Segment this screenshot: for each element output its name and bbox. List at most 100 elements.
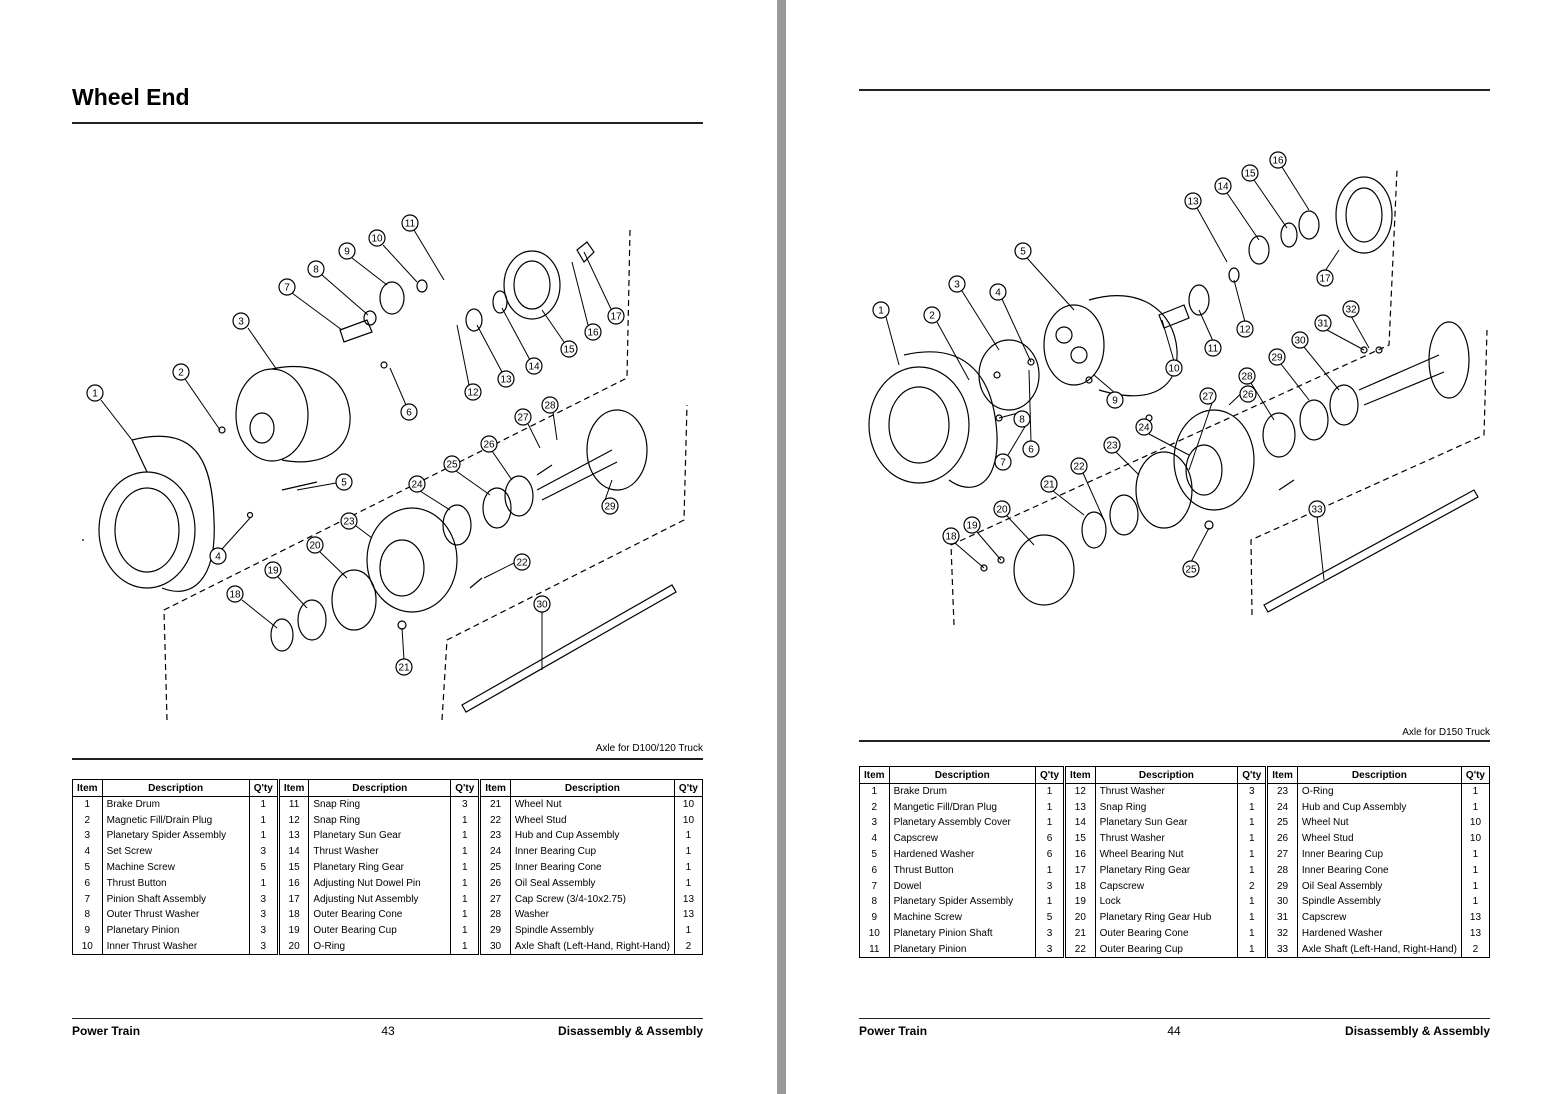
item-quantity: 2 xyxy=(1460,941,1491,958)
page-gutter xyxy=(777,0,786,1094)
col-header: Description xyxy=(1296,766,1462,784)
page-number: 44 xyxy=(1167,1024,1181,1038)
callout-circle xyxy=(872,301,890,319)
callout-label: 10 xyxy=(371,234,383,245)
item-quantity: 3 xyxy=(248,907,280,923)
callout-circle xyxy=(1182,560,1200,578)
footer-chapter: Disassembly & Assembly xyxy=(558,1024,703,1038)
callout-label: 19 xyxy=(966,521,978,532)
callout-label: 25 xyxy=(1185,565,1197,576)
item-description: Lock xyxy=(1094,894,1239,910)
item-description: Machine Screw xyxy=(101,859,250,876)
item-number: 9 xyxy=(859,909,890,926)
item-description: Snap Ring xyxy=(308,812,452,829)
item-quantity: 1 xyxy=(1460,846,1491,863)
item-quantity: 1 xyxy=(1034,894,1067,910)
callout-leader xyxy=(954,542,985,569)
col-header: Q'ty xyxy=(450,779,482,797)
item-number: 25 xyxy=(1266,815,1298,831)
item-number: 26 xyxy=(1266,830,1298,847)
item-quantity: 3 xyxy=(450,796,482,813)
item-quantity: 1 xyxy=(450,875,482,892)
item-description: Cap Screw (3/4-10x2.75) xyxy=(509,891,675,908)
callout-circle xyxy=(1013,410,1031,428)
item-quantity: 1 xyxy=(673,922,704,939)
item-description: Planetary Sun Gear xyxy=(1094,815,1239,831)
item-quantity: 5 xyxy=(248,859,280,876)
item-quantity: 1 xyxy=(1460,894,1491,910)
item-number: 15 xyxy=(277,859,310,876)
item-description: Inner Thrust Washer xyxy=(101,938,250,955)
callout-label: 15 xyxy=(563,345,575,356)
footer-section: Power Train xyxy=(72,1024,141,1038)
item-description: Spindle Assembly xyxy=(1296,894,1462,910)
item-number: 2 xyxy=(72,812,103,829)
callout-leader xyxy=(1188,402,1213,471)
item-quantity: 1 xyxy=(1237,846,1269,863)
item-quantity: 13 xyxy=(673,907,704,923)
parts-table: Item Description Q'ty Item Description Q… xyxy=(859,766,1491,958)
callout-leader xyxy=(501,307,531,361)
item-description: Snap Ring xyxy=(308,796,452,813)
item-quantity: 3 xyxy=(1034,941,1067,958)
callout-circle xyxy=(395,658,413,676)
item-description: Outer Bearing Cone xyxy=(1094,925,1239,942)
item-description: Outer Bearing Cup xyxy=(1094,941,1239,958)
callout-leader xyxy=(241,599,278,629)
item-description: Capscrew xyxy=(1094,878,1239,895)
callout-label: 16 xyxy=(1272,156,1284,167)
col-header: Q'ty xyxy=(1460,766,1491,784)
item-quantity: 3 xyxy=(1034,878,1067,895)
item-description: Brake Drum xyxy=(888,783,1036,800)
callout-circle xyxy=(278,278,296,296)
item-quantity: 2 xyxy=(673,938,704,955)
callout-leader xyxy=(1006,515,1035,546)
item-description: Axle Shaft (Left-Hand, Right-Hand) xyxy=(1296,941,1462,958)
callout-leader xyxy=(351,257,388,286)
callout-leader xyxy=(1281,166,1310,211)
callout-circle xyxy=(560,340,578,358)
callout-leader xyxy=(541,309,565,343)
callout-leader xyxy=(1326,329,1365,351)
callout-circle xyxy=(1269,151,1287,169)
callout-leader xyxy=(184,378,221,431)
callout-leader xyxy=(456,324,470,386)
callout-leader xyxy=(1350,315,1370,349)
item-quantity: 1 xyxy=(248,812,280,829)
callout-label: 17 xyxy=(1319,274,1331,285)
title-rule xyxy=(72,122,703,124)
item-quantity: 2 xyxy=(1237,878,1269,895)
item-number: 14 xyxy=(277,843,310,860)
callout-leader xyxy=(976,531,1002,561)
item-quantity: 1 xyxy=(1460,878,1491,895)
item-description: Oil Seal Assembly xyxy=(509,875,675,892)
callout-label: 28 xyxy=(1241,372,1253,383)
table-header-row: Item Description Q'ty Item Description Q… xyxy=(859,766,1491,784)
callout-label: 12 xyxy=(1239,325,1251,336)
table-header-row: Item Description Q'ty Item Description Q… xyxy=(72,779,704,797)
item-quantity: 10 xyxy=(1460,830,1491,847)
col-header: Item xyxy=(1064,766,1096,784)
item-quantity: 1 xyxy=(1034,783,1067,800)
callout-leader xyxy=(1190,527,1210,563)
callout-circle xyxy=(1184,192,1202,210)
item-description: Washer xyxy=(509,907,675,923)
item-number: 10 xyxy=(72,938,103,955)
item-quantity: 1 xyxy=(1237,941,1269,958)
callout-circle xyxy=(993,500,1011,518)
callout-circle xyxy=(1135,418,1153,436)
item-number: 21 xyxy=(479,796,511,813)
item-description: Oil Seal Assembly xyxy=(1296,878,1462,895)
item-number: 10 xyxy=(859,925,890,942)
callout-circle xyxy=(989,283,1007,301)
col-header: Q'ty xyxy=(1034,766,1067,784)
item-number: 9 xyxy=(72,922,103,939)
item-quantity: 3 xyxy=(248,922,280,939)
item-description: Snap Ring xyxy=(1094,799,1239,816)
item-description: Brake Drum xyxy=(101,796,250,813)
item-number: 29 xyxy=(1266,878,1298,895)
